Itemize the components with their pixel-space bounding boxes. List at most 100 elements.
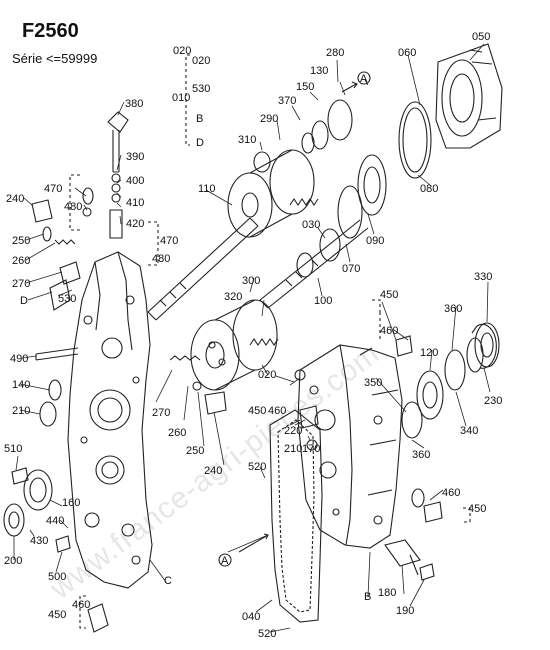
label-330: 330 — [474, 271, 492, 283]
label-020: 020 — [258, 369, 276, 381]
label-450-mid: 450 — [248, 405, 266, 417]
label-320: 320 — [224, 291, 242, 303]
label-400: 400 — [126, 175, 144, 187]
label-140: 140 — [12, 379, 30, 391]
label-260-lower: 260 — [168, 427, 186, 439]
label-290: 290 — [260, 113, 278, 125]
label-370: 370 — [278, 95, 296, 107]
label-460-mid: 460 — [268, 405, 286, 417]
label-350: 350 — [364, 377, 382, 389]
group-010-item-d: D — [196, 137, 204, 149]
label-500: 500 — [48, 571, 66, 583]
ring-360 — [401, 401, 423, 439]
label-520-lower: 520 — [258, 628, 276, 640]
label-240-left: 240 — [6, 193, 24, 205]
label-250-lower: 250 — [186, 445, 204, 457]
bearing-080 — [357, 154, 387, 216]
label-460-upper: 460 — [380, 325, 398, 337]
label-460-left: 460 — [72, 599, 90, 611]
label-110: 110 — [198, 183, 216, 195]
spring-260-lower — [169, 355, 201, 361]
label-d: D — [20, 295, 28, 307]
label-530: 530 — [58, 293, 76, 305]
drum-320 — [190, 319, 240, 391]
model-title: F2560 — [22, 20, 79, 42]
label-100: 100 — [314, 295, 332, 307]
label-210-right: 210 — [284, 443, 302, 455]
label-240-lower: 240 — [204, 465, 222, 477]
plug-460-upper — [395, 335, 413, 357]
label-160: 160 — [62, 497, 80, 509]
plug-460-right — [423, 501, 443, 523]
screw-500 — [55, 535, 71, 553]
label-300: 300 — [242, 275, 260, 287]
label-180: 180 — [378, 587, 396, 599]
label-520-upper: 520 — [248, 461, 266, 473]
cover-200 — [3, 503, 25, 537]
label-130: 130 — [310, 65, 328, 77]
label-480-right: 480 — [152, 253, 170, 265]
seal-140 — [48, 379, 62, 401]
case-bore-upper — [89, 389, 131, 431]
label-450-left: 450 — [48, 609, 66, 621]
label-360-upper: 360 — [444, 303, 462, 315]
label-030: 030 — [302, 219, 320, 231]
plug-460 — [87, 603, 109, 633]
seal-440 — [23, 469, 53, 511]
bearing-210 — [39, 401, 57, 427]
valve-420 — [109, 209, 123, 239]
label-070: 070 — [342, 263, 360, 275]
bolt-510 — [11, 467, 29, 485]
label-490: 490 — [10, 353, 28, 365]
leader-lines — [13, 43, 491, 633]
label-480-left: 480 — [64, 201, 82, 213]
label-380: 380 — [125, 98, 143, 110]
label-040: 040 — [242, 611, 260, 623]
label-280: 280 — [326, 47, 344, 59]
group-010-item-1: 020 — [173, 45, 191, 57]
label-270-lower: 270 — [152, 407, 170, 419]
label-470-right: 470 — [160, 235, 178, 247]
label-450-upper: 450 — [380, 289, 398, 301]
left-case-housing — [67, 251, 153, 589]
snap-ring-330 — [471, 323, 497, 369]
label-a-lower: A — [221, 555, 229, 567]
label-a-upper: A — [360, 73, 368, 85]
ref-a-marker-upper — [357, 71, 371, 85]
bearing-230 — [474, 322, 500, 368]
label-150: 150 — [296, 81, 314, 93]
ring-090 — [337, 185, 363, 239]
label-270-left: 270 — [12, 278, 30, 290]
drum-310 — [227, 172, 273, 238]
label-450-right: 450 — [468, 503, 486, 515]
spring-260 — [54, 239, 76, 245]
label-460-right: 460 — [442, 487, 460, 499]
label-190: 190 — [396, 605, 414, 617]
callout-labels: 380 390 400 410 420 470 480 470 480 240 … — [4, 31, 502, 640]
label-080: 080 — [420, 183, 438, 195]
bushing-170 — [306, 439, 318, 451]
label-430: 430 — [30, 535, 48, 547]
label-440: 440 — [46, 515, 64, 527]
label-360-lower: 360 — [412, 449, 430, 461]
label-220: 220 — [284, 425, 302, 437]
label-340: 340 — [460, 425, 478, 437]
label-230: 230 — [484, 395, 502, 407]
group-010-label: 010 — [172, 92, 190, 104]
label-c: C — [164, 575, 172, 587]
bolt-490 — [35, 347, 79, 361]
label-250-left: 250 — [12, 235, 30, 247]
spring-upper — [289, 198, 319, 206]
label-420: 420 — [126, 218, 144, 230]
serial-range: Série <=59999 — [12, 51, 98, 66]
group-010-item-530: 530 — [192, 83, 210, 95]
group-010-item-b: B — [196, 113, 203, 125]
lever-180 — [384, 539, 421, 576]
piston-290 — [253, 151, 271, 173]
bracket-530 — [49, 279, 71, 311]
ring-340 — [444, 349, 466, 391]
spring-lower — [249, 338, 279, 346]
label-120: 120 — [420, 347, 438, 359]
